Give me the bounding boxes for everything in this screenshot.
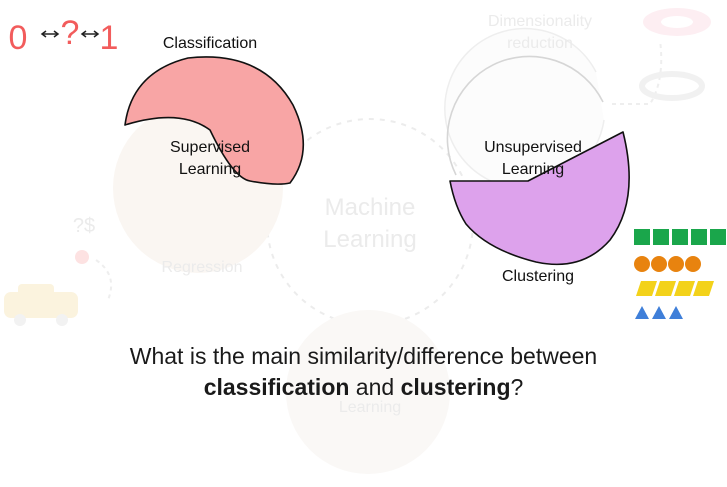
green-square-icon — [653, 229, 669, 245]
blue-triangle-icon — [652, 306, 666, 319]
question-text: What is the main similarity/difference b… — [0, 341, 727, 403]
yellow-parallelogram-icon — [636, 281, 657, 296]
unsupervised-arc — [446, 55, 604, 176]
question-line-2: classification and clustering? — [0, 372, 727, 403]
supervised-label-line-2: Learning — [179, 161, 241, 178]
yellow-parallelogram-icon — [655, 281, 676, 296]
bottom-learning-label: Learning — [339, 399, 401, 416]
yellow-parallelograms-row — [636, 281, 714, 296]
faded-dashed-arrow-left — [95, 259, 112, 301]
question-mark: ? — [510, 374, 524, 400]
yellow-parallelogram-icon — [693, 281, 714, 296]
bottom-faded-blob — [286, 310, 450, 474]
orange-circle-icon — [668, 256, 684, 272]
dimensionality-line-2: reduction — [507, 35, 573, 52]
faded-donut-icon — [639, 8, 711, 101]
dimensionality-line-1: Dimensionality — [488, 13, 592, 30]
yellow-parallelogram-icon — [674, 281, 695, 296]
clustering-shape — [449, 131, 630, 266]
faded-background: Machine Learning Dimensionality reductio… — [4, 8, 711, 474]
green-square-icon — [672, 229, 688, 245]
supervised-label-line-1: Supervised — [170, 139, 250, 156]
one-label: 1 — [100, 19, 119, 57]
orange-circles-row — [634, 256, 701, 272]
center-line-2: Learning — [323, 226, 416, 253]
orange-circle-icon — [634, 256, 650, 272]
green-square-icon — [710, 229, 726, 245]
question-term-classification: classification — [203, 374, 350, 400]
classification-label: Classification — [163, 35, 257, 52]
green-squares-row — [634, 229, 726, 245]
blue-triangle-icon — [635, 306, 649, 319]
faded-dot — [75, 250, 89, 264]
orange-circle-icon — [651, 256, 667, 272]
green-square-icon — [634, 229, 650, 245]
center-line-1: Machine — [325, 194, 416, 221]
question-term-clustering: clustering — [400, 374, 511, 400]
right-double-arrow-icon — [80, 30, 100, 38]
green-square-icon — [691, 229, 707, 245]
question-line-1: What is the main similarity/difference b… — [129, 343, 598, 369]
blue-triangle-icon — [669, 306, 683, 319]
regression-label: Regression — [162, 259, 243, 276]
faded-car-icon — [4, 284, 78, 326]
price-question-label: ?$ — [73, 215, 95, 237]
blue-triangles-row — [635, 306, 683, 319]
clustering-label: Clustering — [502, 268, 574, 285]
question-and: and — [349, 374, 401, 400]
zero-label: 0 — [9, 19, 28, 57]
classification-shape — [124, 56, 305, 185]
zero-question-one: 0 ? 1 — [9, 14, 119, 57]
faded-dashed-arrow-right — [612, 39, 663, 105]
unsupervised-label-line-2: Learning — [502, 161, 564, 178]
question-label: ? — [61, 14, 80, 52]
orange-circle-icon — [685, 256, 701, 272]
left-double-arrow-icon — [40, 30, 60, 38]
unsupervised-label-line-1: Unsupervised — [484, 139, 582, 156]
